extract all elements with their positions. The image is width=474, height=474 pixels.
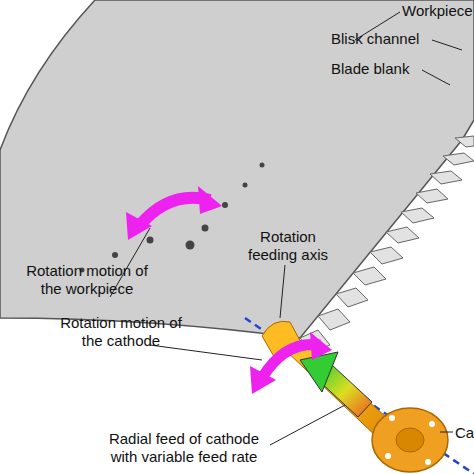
part-label: Radial feed of cathode with variable fee… <box>96 430 272 466</box>
part-label: Rotation motion of the cathode <box>56 314 186 350</box>
leader-lines <box>110 12 462 445</box>
cathode-rotation-arrow <box>250 332 332 394</box>
workpiece-surface <box>0 0 474 338</box>
part-label: Rotation motion of the workpiece <box>22 262 152 298</box>
workpiece-holes <box>80 163 265 273</box>
part-label: Workpiece <box>402 2 474 20</box>
feeding-axis <box>245 318 474 474</box>
part-label: Ca <box>455 424 474 442</box>
blade-blanks <box>300 136 474 352</box>
part-label: Rotation feeding axis <box>238 228 338 264</box>
workpiece-rotation-arrow <box>126 186 222 240</box>
cathode <box>262 321 448 472</box>
part-label: Blisk channel <box>331 30 441 48</box>
part-label: Blade blank <box>331 60 441 78</box>
radial-feed-arrow <box>300 352 372 417</box>
